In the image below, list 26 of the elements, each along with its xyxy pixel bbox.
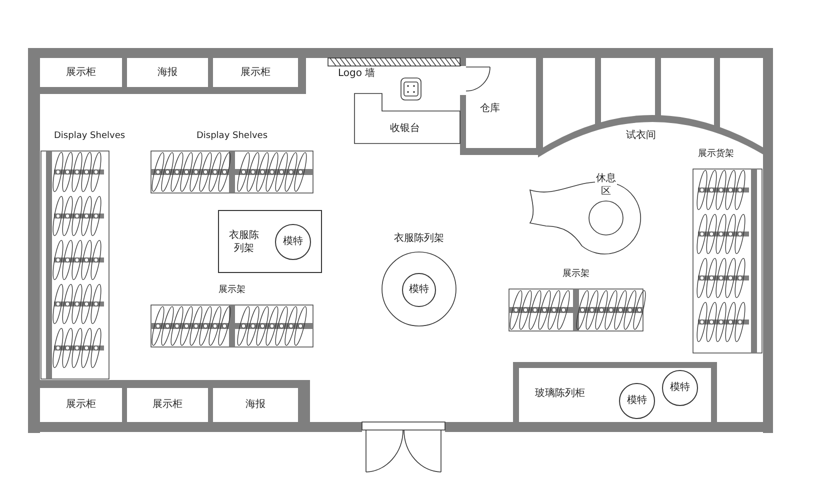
cabinet-label: 海报 (156, 66, 178, 78)
mannequin-circle (662, 370, 698, 406)
rack-label: 展示货架 (698, 148, 734, 160)
rack-label: 展示架 (218, 284, 246, 296)
mannequin-label: 模特 (669, 382, 691, 394)
room-label: 试衣间 (626, 130, 656, 142)
mannequin-label: 模特 (408, 284, 430, 296)
mannequin-circle (619, 383, 655, 419)
cabinet-label: 展示柜 (152, 399, 184, 411)
cabinet-label: 展示柜 (240, 66, 272, 78)
case-label: 玻璃陈列柜 (535, 388, 585, 400)
cabinet-label: 展示柜 (65, 66, 97, 78)
mannequin-circle (275, 224, 311, 260)
cabinet-label: 海报 (244, 399, 266, 411)
counter-label: 收银台 (390, 123, 420, 135)
cabinet-label: 展示柜 (65, 399, 97, 411)
display-table (218, 210, 322, 273)
room-label: 仓库 (480, 103, 500, 115)
mannequin-label: 模特 (626, 395, 648, 407)
rack-label: 衣服陈列架 (393, 233, 445, 245)
rack-label: 衣服陈列架 (228, 229, 260, 255)
wall-label: Logo 墙 (338, 68, 376, 80)
mannequin-label: 模特 (282, 236, 304, 248)
rack-label: Display Shelves (54, 130, 126, 142)
rack-label: Display Shelves (195, 130, 269, 142)
rack-label: 展示架 (562, 268, 590, 280)
